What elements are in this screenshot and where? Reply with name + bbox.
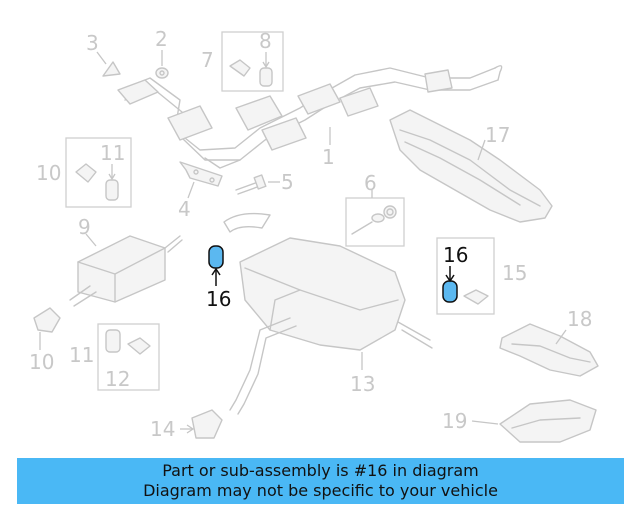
part-14-clamp bbox=[180, 409, 223, 439]
callout-12: 12 bbox=[105, 367, 130, 391]
part-9-front-muffler bbox=[69, 233, 183, 307]
part-17-heat-shield bbox=[389, 109, 553, 223]
callout-10-bottom: 10 bbox=[29, 350, 54, 374]
callout-14: 14 bbox=[150, 417, 175, 441]
part-3-heat-shield bbox=[96, 51, 121, 77]
part-16-left-hanger bbox=[208, 245, 224, 286]
callout-18: 18 bbox=[567, 307, 592, 331]
part-15-box bbox=[436, 237, 495, 315]
callout-11-bottom: 11 bbox=[69, 343, 94, 367]
callout-15: 15 bbox=[502, 261, 527, 285]
callout-6: 6 bbox=[364, 171, 377, 195]
part-10-box bbox=[65, 137, 132, 208]
part-13-rear-muffler bbox=[223, 212, 433, 415]
part-4-bracket bbox=[179, 161, 223, 199]
part-5-bolt bbox=[235, 174, 280, 195]
part-6-box bbox=[345, 190, 405, 247]
part-7-box bbox=[221, 31, 284, 92]
callout-7: 7 bbox=[201, 48, 214, 72]
callout-5: 5 bbox=[281, 170, 294, 194]
part-11-box bbox=[97, 323, 160, 391]
banner-line-1: Part or sub-assembly is #16 in diagram bbox=[162, 461, 479, 480]
part-2-nut bbox=[155, 50, 169, 79]
callout-3: 3 bbox=[86, 31, 99, 55]
info-banner: Part or sub-assembly is #16 in diagram D… bbox=[17, 458, 624, 504]
callout-17: 17 bbox=[485, 123, 510, 147]
callout-9: 9 bbox=[78, 215, 91, 239]
callout-10-top: 10 bbox=[36, 161, 61, 185]
callout-8: 8 bbox=[259, 29, 272, 53]
part-19-heat-shield bbox=[471, 399, 597, 443]
callout-4: 4 bbox=[178, 197, 191, 221]
part-10-clamp bbox=[33, 307, 61, 350]
callout-16-left: 16 bbox=[206, 287, 231, 311]
callout-1: 1 bbox=[322, 145, 335, 169]
callout-13: 13 bbox=[350, 372, 375, 396]
banner-line-2: Diagram may not be specific to your vehi… bbox=[143, 481, 498, 500]
callout-19: 19 bbox=[442, 409, 467, 433]
callout-16-right: 16 bbox=[443, 243, 468, 267]
part-18-heat-shield bbox=[499, 323, 599, 377]
callout-2: 2 bbox=[155, 27, 168, 51]
callout-11-top: 11 bbox=[100, 141, 125, 165]
part-1-front-pipe bbox=[117, 65, 503, 169]
